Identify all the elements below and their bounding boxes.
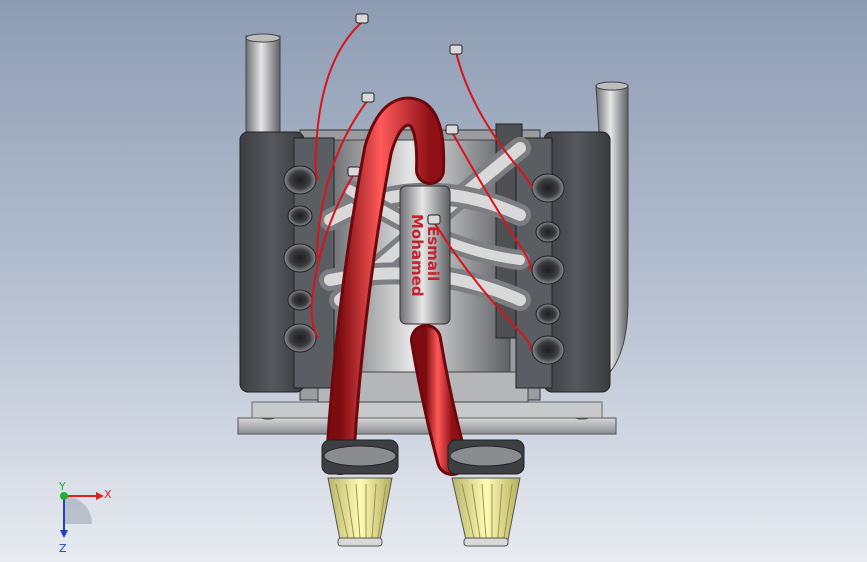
spark-plug-caps [347,13,463,225]
engraving-line1: Mohamed [408,214,426,297]
right-spark-ports [531,173,565,365]
orientation-triad: X Y Z [58,480,112,555]
y-axis-label: Y [58,480,66,493]
intake-plenum: Mohamed Esmail [399,185,451,325]
x-axis-label: X [104,488,112,501]
left-spark-ports [283,165,317,353]
z-axis-label: Z [59,542,67,555]
engraving-line2: Esmail [424,226,442,281]
spark-plug-wires [310,21,533,351]
left-air-filter [321,439,399,547]
right-air-filter [447,439,525,547]
